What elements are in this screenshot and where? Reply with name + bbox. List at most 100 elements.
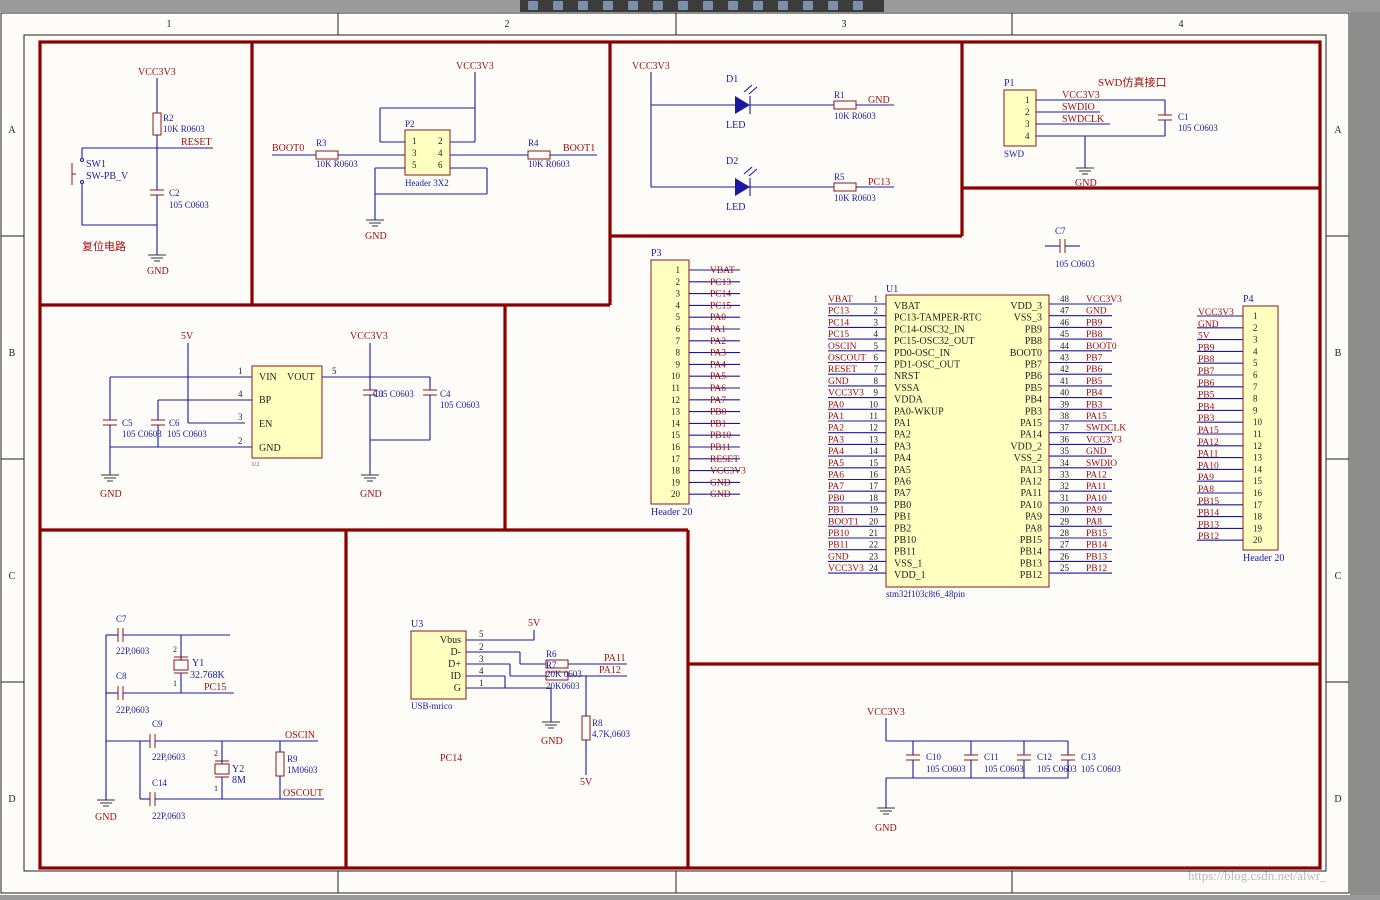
copy-icon[interactable] [603, 1, 613, 10]
arrow-icon[interactable] [553, 1, 563, 10]
more-icon[interactable] [853, 1, 863, 10]
mcu-right-pin-number: 40 [1060, 388, 1070, 398]
swd-net-vcc: VCC3V3 [1062, 90, 1100, 101]
u3-usb-connector [410, 630, 467, 700]
mcu-left-pin-name: VDD_1 [894, 570, 926, 581]
r5-value: 10K R0603 [834, 193, 876, 203]
y1-value: 32.768K [190, 670, 226, 681]
swd-interface: P1 SWD仿真接口 1 2 3 4 SWD VCC3V3 SWDIO SWDC… [1003, 75, 1218, 189]
u1-chip [885, 294, 1050, 588]
mcu-left-net: PA6 [828, 471, 844, 481]
text-icon[interactable] [828, 1, 838, 10]
decoup-cap-value: 105 C0603 [1037, 764, 1077, 774]
mcu-left-net: PA5 [828, 459, 844, 469]
p3-pin-number: 20 [671, 489, 681, 499]
osc-gnd-label: GND [95, 812, 117, 823]
mcu-left-net: PB11 [828, 541, 849, 551]
osc-c14-ref: C14 [152, 778, 168, 788]
p4-pin-number: 11 [1253, 429, 1262, 439]
sheet-icon[interactable] [778, 1, 788, 10]
boot-gnd-label: GND [365, 231, 387, 242]
usb-pc14-label: PC14 [440, 753, 462, 764]
mcu-right-pin-number: 36 [1060, 434, 1070, 444]
power-icon[interactable] [803, 1, 813, 10]
c5-ref: C5 [122, 418, 133, 428]
p4-net-label: PB3 [1198, 414, 1215, 424]
section-outer [38, 40, 1322, 870]
u3-name: USB-mrico [411, 701, 453, 711]
usb-pin-dplus: D+ [448, 659, 461, 670]
p4-pin-number: 19 [1253, 523, 1263, 533]
row-label-b-right: B [1335, 348, 1342, 359]
mcu-left-pin-number: 7 [874, 364, 879, 374]
pin-icon[interactable] [528, 1, 538, 10]
mcu-right-net: PB13 [1086, 552, 1107, 562]
c3-ref: C3 [373, 389, 384, 399]
p4-net-label: PB12 [1198, 532, 1219, 542]
p3-net-label: PA0 [710, 313, 726, 323]
row-label-d: D [8, 794, 15, 805]
mcu-right-pin-name: PB6 [1025, 371, 1042, 382]
p1-pin-3: 3 [1025, 119, 1030, 129]
mcu-right-pin-name: PA10 [1020, 500, 1042, 511]
c6-value: 105 C0603 [167, 429, 207, 439]
p3-pin-number: 14 [671, 418, 681, 428]
mcu-right-net: PA11 [1086, 482, 1107, 492]
mcu-left-net: PC14 [828, 318, 849, 328]
u2-pin-vout: VOUT [287, 372, 315, 383]
p4-net-label: PA11 [1198, 450, 1219, 460]
net-icon[interactable] [728, 1, 738, 10]
gnd-icon[interactable] [678, 1, 688, 10]
mcu-left-pin-number: 13 [869, 434, 879, 444]
mcu-right-pin-number: 32 [1060, 481, 1069, 491]
reset-circuit: VCC3V3 R2 10K R0603 RESET SW1 SW-PB_V C2… [71, 67, 213, 277]
mcu-right-pin-number: 38 [1060, 411, 1070, 421]
mcu-right-net: VCC3V3 [1086, 295, 1122, 305]
p3-pin-number: 6 [676, 324, 681, 334]
reset-gnd-label: GND [147, 266, 169, 277]
p3-pin-number: 7 [676, 336, 681, 346]
part-icon[interactable] [753, 1, 763, 10]
mcu-left-pin-number: 23 [869, 551, 879, 561]
bus-icon[interactable] [628, 1, 638, 10]
r1-ref: R1 [834, 90, 845, 100]
decoup-cap-ref: C10 [926, 752, 942, 762]
p3-net-label: PA7 [710, 396, 726, 406]
p4-net-label: GND [1198, 320, 1219, 330]
p3-pin-number: 3 [676, 289, 681, 299]
mcu-name: stm32f103c8t6_48pin [886, 589, 965, 599]
reset-vcc-label: VCC3V3 [138, 67, 176, 78]
p3-net-label: PB0 [710, 408, 727, 418]
p2-value: Header 3X2 [405, 178, 449, 188]
r3-value: 10K R0603 [316, 159, 358, 169]
mcu-right-pin-number: 30 [1060, 505, 1070, 515]
mcu-left-pin-number: 5 [874, 341, 879, 351]
decoup-cap-ref: C12 [1037, 752, 1052, 762]
r9-value: 1M0603 [287, 765, 318, 775]
decoup-cap-value: 105 C0603 [1081, 764, 1121, 774]
port-icon[interactable] [703, 1, 713, 10]
p3-net-label: PA1 [710, 325, 726, 335]
mcu-right-pin-number: 35 [1060, 446, 1070, 456]
mcu-left-pin-number: 8 [874, 376, 879, 386]
rect-icon[interactable] [578, 1, 588, 10]
wire-icon[interactable] [653, 1, 663, 10]
r6-value: 20K 0603 [546, 669, 582, 679]
decoup-cap-value: 105 C0603 [926, 764, 966, 774]
floating-toolbar [520, 0, 884, 12]
mcu-right-pin-number: 37 [1060, 423, 1070, 433]
power-out-label: VCC3V3 [350, 331, 388, 342]
u2-ldo [251, 365, 323, 459]
mcu-right-net: PB15 [1086, 529, 1107, 539]
usb-num-2: 2 [479, 642, 484, 652]
mcu-right-pin-name: BOOT0 [1010, 348, 1042, 359]
p1-pin-2: 2 [1025, 107, 1030, 117]
p3-pin-number: 4 [676, 300, 681, 310]
p4-net-label: PB15 [1198, 497, 1219, 507]
mcu-left-pin-name: PC14-OSC32_IN [894, 324, 965, 335]
mcu-right-pin-name: PB8 [1025, 336, 1042, 347]
swd-net-swdio: SWDIO [1062, 102, 1095, 113]
mcu-right-pin-name: VDD_2 [1010, 441, 1042, 452]
